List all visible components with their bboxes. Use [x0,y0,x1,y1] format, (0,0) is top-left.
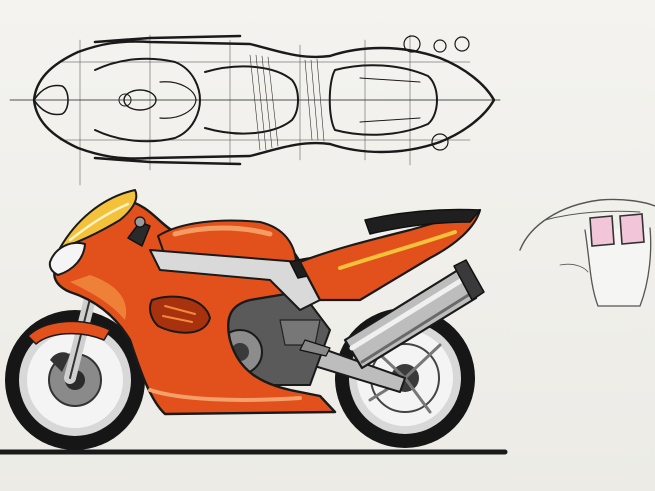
brake-caliper [50,352,70,372]
plan-handlebars [93,34,242,166]
top-plan-view [9,34,501,186]
plan-instrument [123,89,157,111]
plan-construction-lines [59,34,471,186]
plan-nose [33,84,69,116]
side-elevation-view [0,189,508,455]
exhaust-tip [453,259,485,301]
plan-tank [94,57,201,143]
taillight-left [589,215,615,247]
plan-seat [204,65,299,135]
exhaust-pipe [343,259,485,370]
taillight-right [619,213,645,245]
plan-silhouette [32,40,496,160]
tail-detail-view [519,198,655,307]
footpeg [299,339,331,357]
tail-unit [584,227,652,307]
plan-hatching [249,54,325,151]
clip-on-handlebar [127,221,151,247]
plan-mirror-right [431,133,449,151]
pillion-seat [364,208,481,235]
plan-mirror-left [403,35,421,53]
plan-tail [328,64,438,136]
mirror [134,216,146,228]
headlight [48,242,86,276]
front-fender [27,320,111,345]
